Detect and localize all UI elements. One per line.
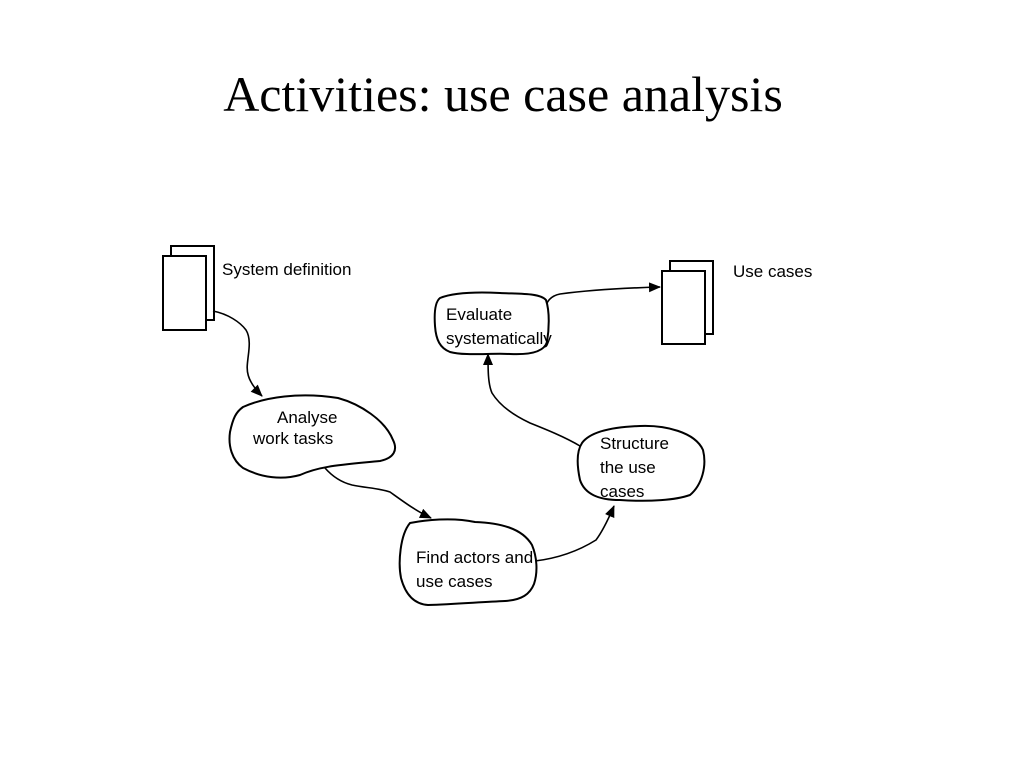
activity-cloud-shape xyxy=(398,518,538,606)
analyse-label-line1: Analyse xyxy=(277,408,337,427)
evaluate-label-line2: systematically xyxy=(446,329,552,348)
flow-arrow-structure-to-evaluate xyxy=(483,353,581,447)
flow-arrow-definition-to-analyse xyxy=(212,310,263,397)
activity-structure: Structure the use cases xyxy=(576,424,706,502)
flow-arrow-evaluate-to-usecases xyxy=(544,282,661,311)
activity-cloud-shape xyxy=(433,291,550,356)
find-label-line1: Find actors and xyxy=(416,548,533,567)
activity-cloud-shape xyxy=(228,394,397,479)
structure-label-line2: the use xyxy=(600,458,656,477)
activity-analyse-work-tasks: Analyse work tasks xyxy=(228,394,397,479)
document-stack-icon xyxy=(162,245,215,331)
system-definition-artifact: System definition xyxy=(162,245,351,331)
activity-evaluate: Evaluate systematically xyxy=(433,291,552,356)
evaluate-label-line1: Evaluate xyxy=(446,305,512,324)
structure-label-line1: Structure xyxy=(600,434,669,453)
activity-find-actors: Find actors and use cases xyxy=(398,518,538,606)
use-cases-artifact: Use cases xyxy=(661,260,812,345)
use-cases-label: Use cases xyxy=(733,262,812,281)
find-label-line2: use cases xyxy=(416,572,493,591)
structure-label-line3: cases xyxy=(600,482,644,501)
flow-arrow-find-to-structure xyxy=(534,505,615,562)
document-stack-icon xyxy=(661,260,714,345)
activity-cloud-shape xyxy=(576,424,706,502)
flow-arrow-analyse-to-find xyxy=(324,467,432,519)
analyse-label-line2: work tasks xyxy=(252,429,333,448)
system-definition-label: System definition xyxy=(222,260,351,279)
slide-title: Activities: use case analysis xyxy=(223,66,783,122)
